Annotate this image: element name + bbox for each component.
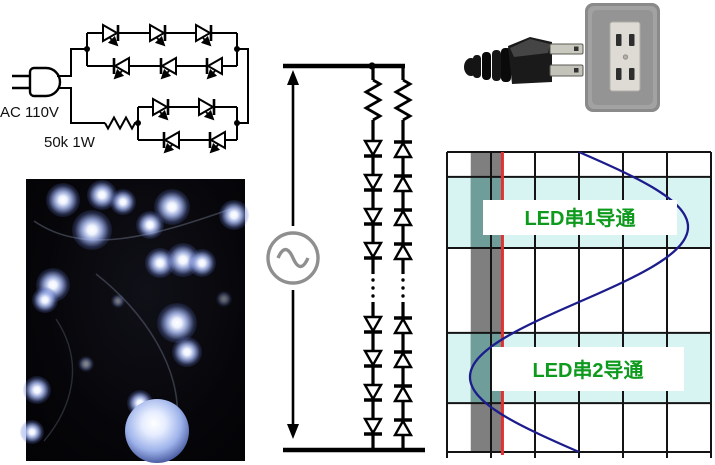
- led-glow: [110, 189, 136, 215]
- led-glow: [172, 337, 202, 367]
- led-symbols: [103, 25, 225, 152]
- resistor-symbol: [104, 115, 138, 131]
- band1-annotation: LED串1导通: [483, 200, 677, 235]
- resistor-value-label: 50k 1W: [44, 134, 96, 151]
- plug-outlet-photo: [464, 3, 660, 112]
- conduction-chart: LED串1导通 LED串2导通: [446, 150, 712, 458]
- junction-dots: [84, 46, 240, 126]
- resistor-symbol: [393, 78, 413, 122]
- band2-annotation: LED串2导通: [492, 347, 684, 391]
- led-glow: [188, 249, 216, 277]
- led-glow: [72, 210, 112, 250]
- led-glow: [20, 420, 44, 444]
- ac-source-icon: [266, 231, 320, 285]
- ac-plug-icon: [12, 66, 62, 98]
- plug-led-schematic: AC 110V 50k 1W: [0, 20, 249, 160]
- led-string-2: [392, 66, 414, 450]
- led-glow: [136, 211, 164, 239]
- large-bulb: [125, 399, 189, 463]
- glowing-bulbs: [20, 179, 249, 461]
- band2-label: LED串2导通: [532, 358, 643, 382]
- power-plug-icon: [464, 37, 584, 84]
- led-glow: [46, 183, 80, 217]
- led-glow: [219, 200, 249, 230]
- led-glow: [216, 291, 232, 307]
- ac-voltage-label: AC 110V: [0, 104, 59, 121]
- led-glow: [23, 376, 51, 404]
- band1-label: LED串1导通: [524, 206, 635, 230]
- led-string-1: [362, 66, 384, 450]
- led-glow: [157, 303, 197, 343]
- led-glow: [78, 356, 94, 372]
- equivalent-circuit: [266, 62, 425, 453]
- resistor-symbol: [363, 78, 383, 122]
- wall-outlet-icon: [585, 3, 660, 112]
- voltage-arrow: [287, 70, 299, 439]
- led-glow: [111, 294, 125, 308]
- led-string-lights-photo: [20, 179, 249, 463]
- led-glow: [32, 287, 58, 313]
